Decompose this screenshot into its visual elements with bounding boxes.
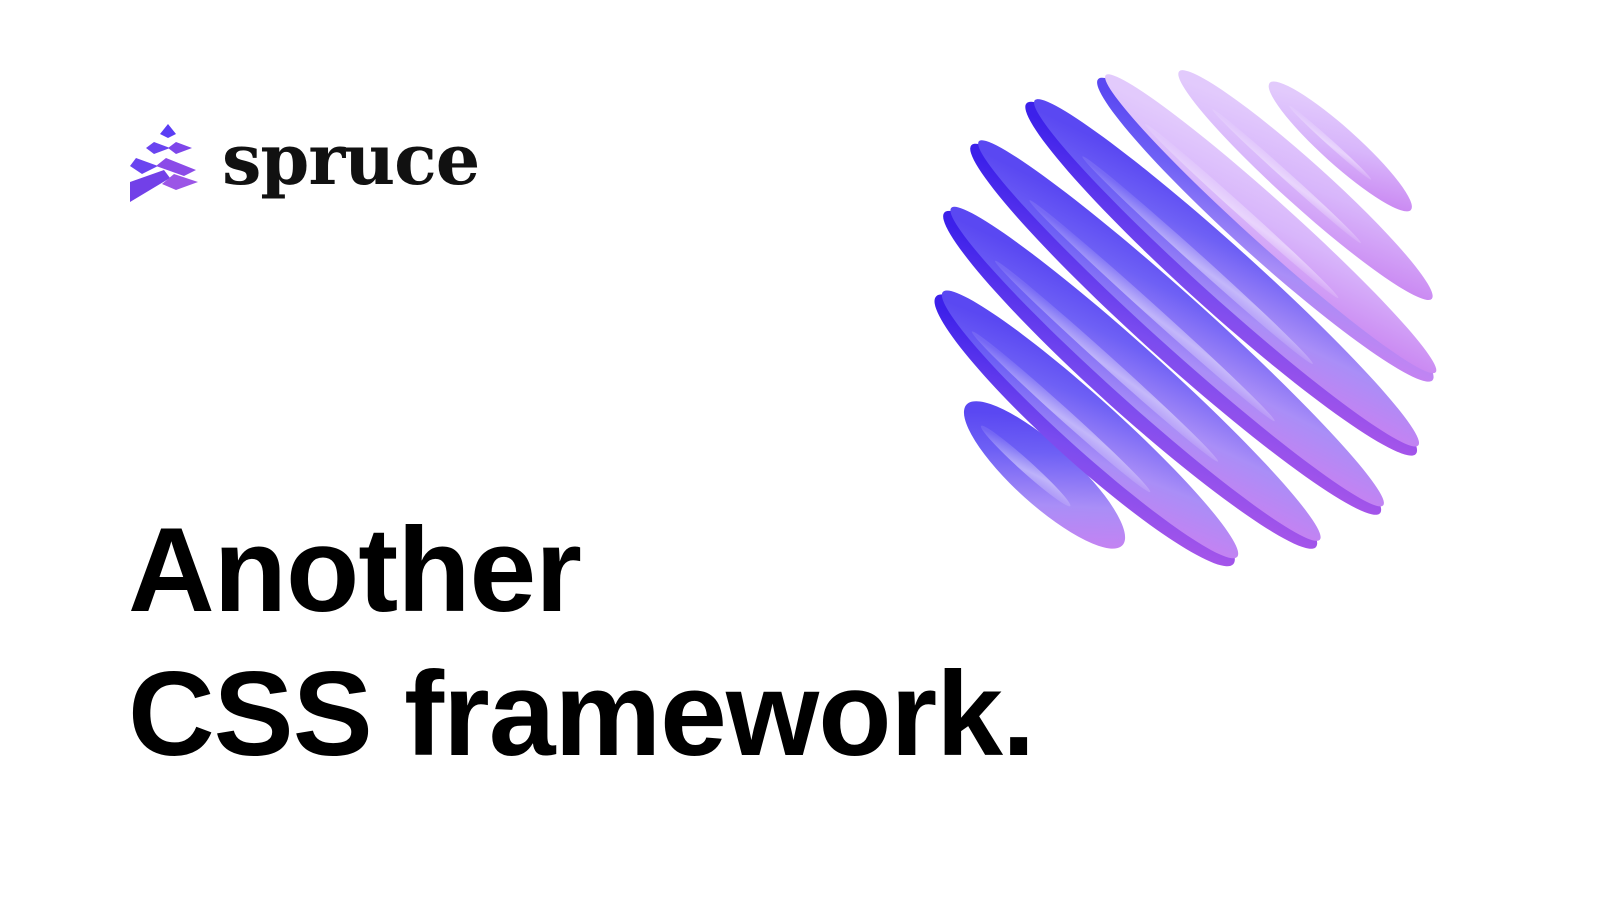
headline-line-1: Another <box>128 503 582 637</box>
spruce-cone-icon <box>130 124 198 202</box>
brand-logo: spruce <box>130 118 480 208</box>
hero-headline: Another CSS framework. <box>128 498 1035 786</box>
striped-sphere-icon <box>934 70 1437 567</box>
headline-line-2: CSS framework. <box>128 647 1035 781</box>
brand-name: spruce <box>222 118 480 201</box>
